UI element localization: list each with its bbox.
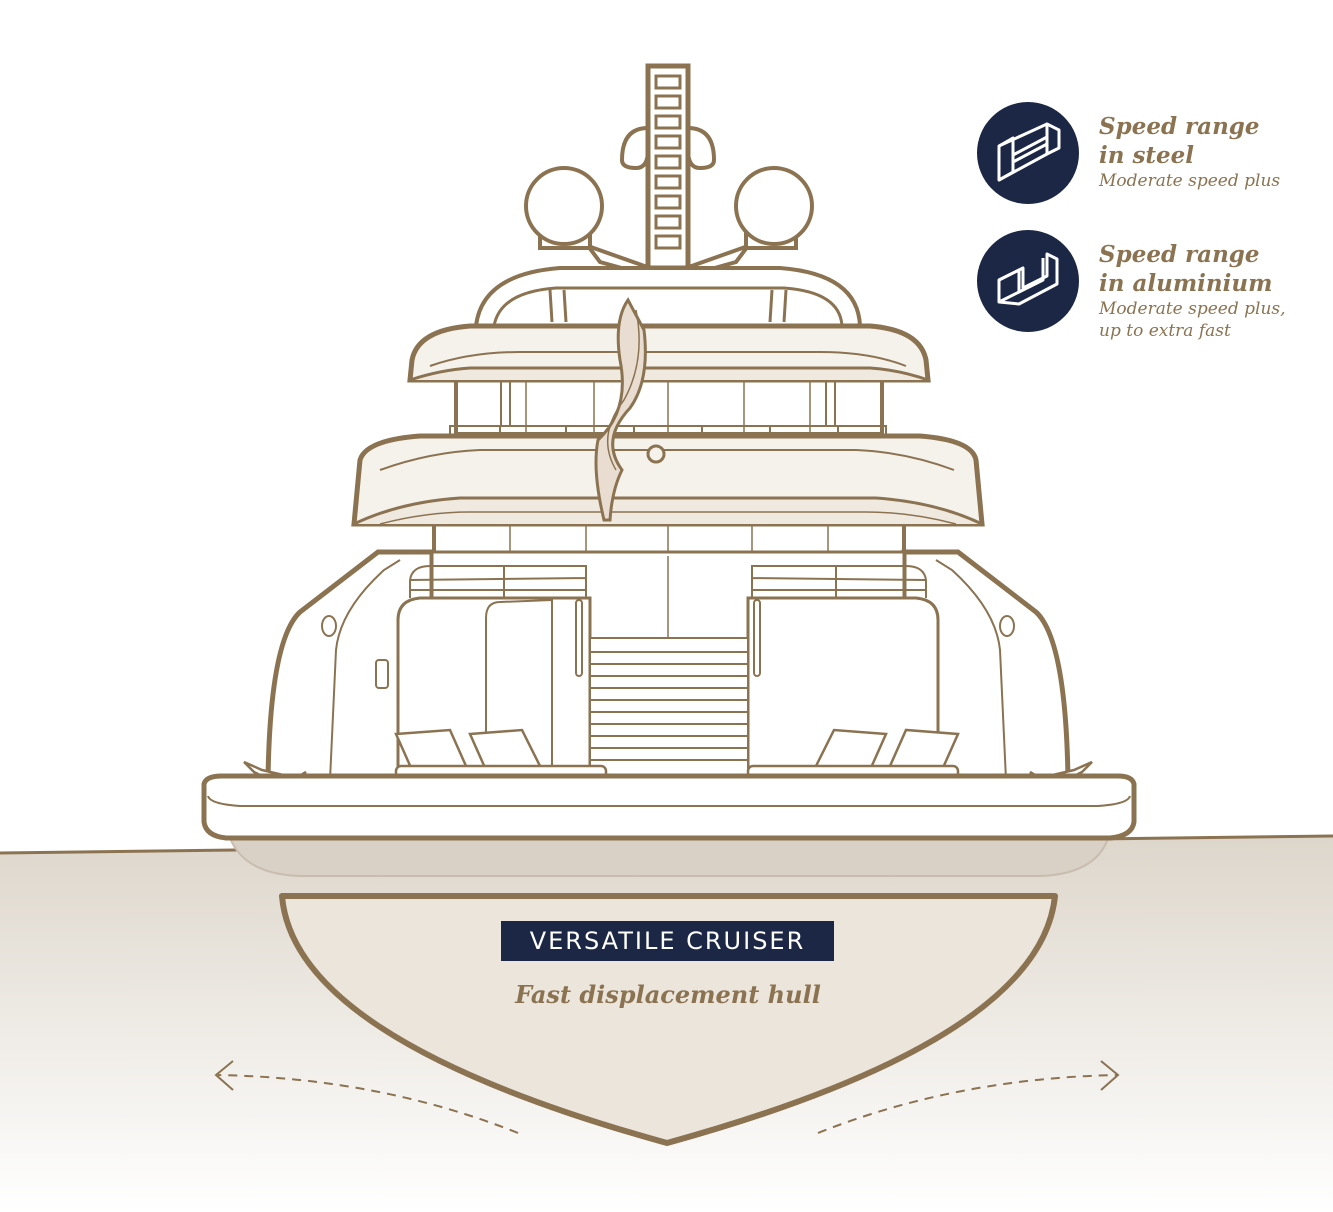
stern-stairs (589, 637, 749, 781)
swim-platform (201, 773, 1137, 841)
legend-title-aluminium: Speed range in aluminium (1099, 241, 1273, 297)
mast (582, 63, 754, 279)
hull-underwater (279, 893, 1058, 1146)
legend-title-steel: Speed range in steel (1099, 113, 1260, 169)
legend-desc-aluminium: Moderate speed plus, up to extra fast (1099, 299, 1286, 341)
steel-i-beam-icon (997, 122, 1061, 182)
legend-badge-aluminium (977, 230, 1079, 332)
aluminium-channel-icon (997, 252, 1059, 306)
hull-bottom (226, 831, 1112, 877)
upper-deck (407, 323, 931, 436)
legend-desc-steel: Moderate speed plus (1099, 171, 1281, 191)
hull-type-label: VERSATILE CRUISER (501, 921, 834, 961)
cockpit-railings (409, 565, 927, 598)
middle-deck (351, 433, 985, 556)
flybridge-arch (473, 266, 863, 328)
legend-item-aluminium: Speed range in aluminium Moderate speed … (977, 230, 1317, 341)
radar-domes (524, 166, 814, 250)
hull-type-subtitle: Fast displacement hull (515, 980, 821, 1009)
legend-badge-steel (977, 102, 1079, 204)
wake-arrows (214, 1060, 1120, 1134)
ensign-flag (594, 297, 666, 522)
main-superstructure (265, 549, 1071, 783)
legend-item-steel: Speed range in steel Moderate speed plus (977, 102, 1317, 212)
